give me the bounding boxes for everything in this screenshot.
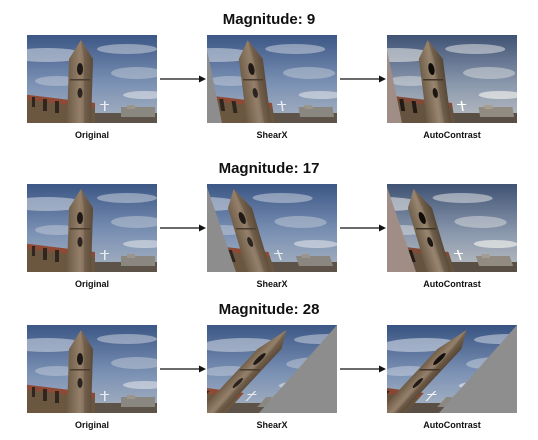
church-tower-photo <box>27 35 157 123</box>
shearx-image <box>207 325 337 413</box>
caption-original: Original <box>74 130 109 140</box>
section-title: Magnitude: 28 <box>218 301 320 318</box>
church-tower-photo <box>207 35 337 123</box>
right-arrow-icon <box>160 224 206 232</box>
shearx-image <box>207 184 337 272</box>
original-image <box>27 184 157 272</box>
autocontrast-image <box>387 35 517 123</box>
right-arrow-icon <box>340 75 386 83</box>
church-tower-photo <box>27 325 157 413</box>
caption-shearx: ShearX <box>256 420 288 430</box>
caption-autocontrast: AutoContrast <box>423 130 481 140</box>
caption-original: Original <box>74 420 109 430</box>
church-tower-photo <box>387 184 517 272</box>
autocontrast-image <box>387 184 517 272</box>
caption-shearx: ShearX <box>256 130 288 140</box>
right-arrow-icon <box>160 365 206 373</box>
church-tower-photo <box>387 35 517 123</box>
shearx-image <box>207 35 337 123</box>
caption-shearx: ShearX <box>256 279 288 289</box>
right-arrow-icon <box>160 75 206 83</box>
right-arrow-icon <box>340 365 386 373</box>
right-arrow-icon <box>340 224 386 232</box>
autocontrast-image <box>387 325 517 413</box>
caption-original: Original <box>74 279 109 289</box>
section-title: Magnitude: 9 <box>222 11 316 28</box>
original-image <box>27 35 157 123</box>
church-tower-photo <box>27 184 157 272</box>
section-title: Magnitude: 17 <box>218 160 320 177</box>
caption-autocontrast: AutoContrast <box>423 420 481 430</box>
original-image <box>27 325 157 413</box>
church-tower-photo <box>207 184 337 272</box>
caption-autocontrast: AutoContrast <box>423 279 481 289</box>
church-tower-photo <box>387 325 517 413</box>
church-tower-photo <box>207 325 337 413</box>
